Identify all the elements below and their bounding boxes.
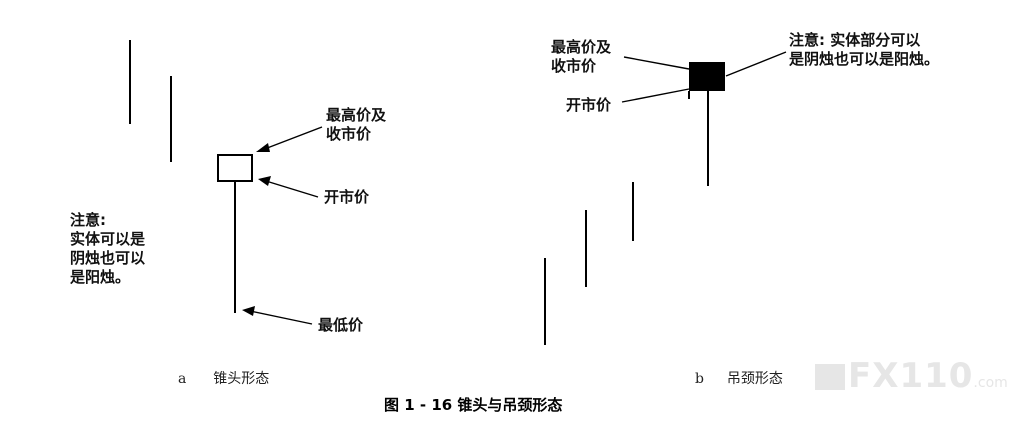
arrow-a-open [265, 180, 319, 198]
hammer-note-line2: 实体可以是 [70, 230, 146, 248]
hanging-man-note: 注意: 实体部分可以 是阴烛也可以是阳烛。 [789, 31, 939, 69]
watermark-logo: FX110.com [848, 356, 1008, 396]
hanging-man-body [689, 62, 725, 91]
arrow-a-open-head [258, 176, 271, 186]
arrow-a-low [249, 310, 313, 325]
figure-caption: 图 1 - 16 锥头与吊颈形态 [384, 396, 563, 414]
hanging-man-subcaption-text: 吊颈形态 [726, 371, 783, 387]
hammer-note: 注意: 实体可以是 阴烛也可以 是阳烛。 [70, 211, 145, 287]
watermark-text: FX110 [848, 356, 974, 396]
hanging-man-subcaption-letter: b [695, 371, 704, 387]
hammer-subcaption: a 锥头形态 [178, 368, 269, 388]
hammer-note-line3: 阴烛也可以 [70, 249, 146, 267]
pointer-b-high [623, 56, 690, 70]
hammer-label-low: 最低价 [318, 316, 364, 334]
hammer-subcaption-letter: a [178, 371, 187, 387]
hammer-label-high-close: 最高价及 收市价 [326, 106, 386, 144]
hanging-man-label-high-close: 最高价及 收市价 [551, 38, 611, 76]
arrow-a-high-head [256, 143, 270, 152]
hanging-man-label-open: 开市价 [566, 96, 612, 114]
hanging-man-note-line2: 是阴烛也可以是阳烛。 [789, 50, 940, 68]
hanging-man-note-line1: 注意: 实体部分可以 [789, 31, 921, 49]
watermark-logo-block [815, 364, 845, 390]
hammer-body [217, 154, 253, 182]
hammer-note-line4: 是阳烛。 [70, 268, 131, 286]
arrow-a-high [261, 126, 323, 151]
hammer-subcaption-text: 锥头形态 [213, 371, 270, 387]
hanging-man-subcaption: b 吊颈形态 [695, 368, 783, 388]
hanging-man-label-high-close-line2: 收市价 [551, 57, 597, 75]
pointer-b-open [621, 88, 690, 103]
hammer-note-line1: 注意: [70, 211, 106, 229]
hammer-label-open: 开市价 [324, 188, 370, 206]
arrow-a-low-head [242, 306, 255, 316]
hanging-man-label-high-close-line1: 最高价及 [551, 38, 612, 56]
hammer-label-high-close-line2: 收市价 [326, 125, 372, 143]
pointer-b-note [725, 51, 787, 77]
hammer-label-high-close-line1: 最高价及 [326, 106, 387, 124]
watermark-suffix: .com [973, 375, 1008, 391]
